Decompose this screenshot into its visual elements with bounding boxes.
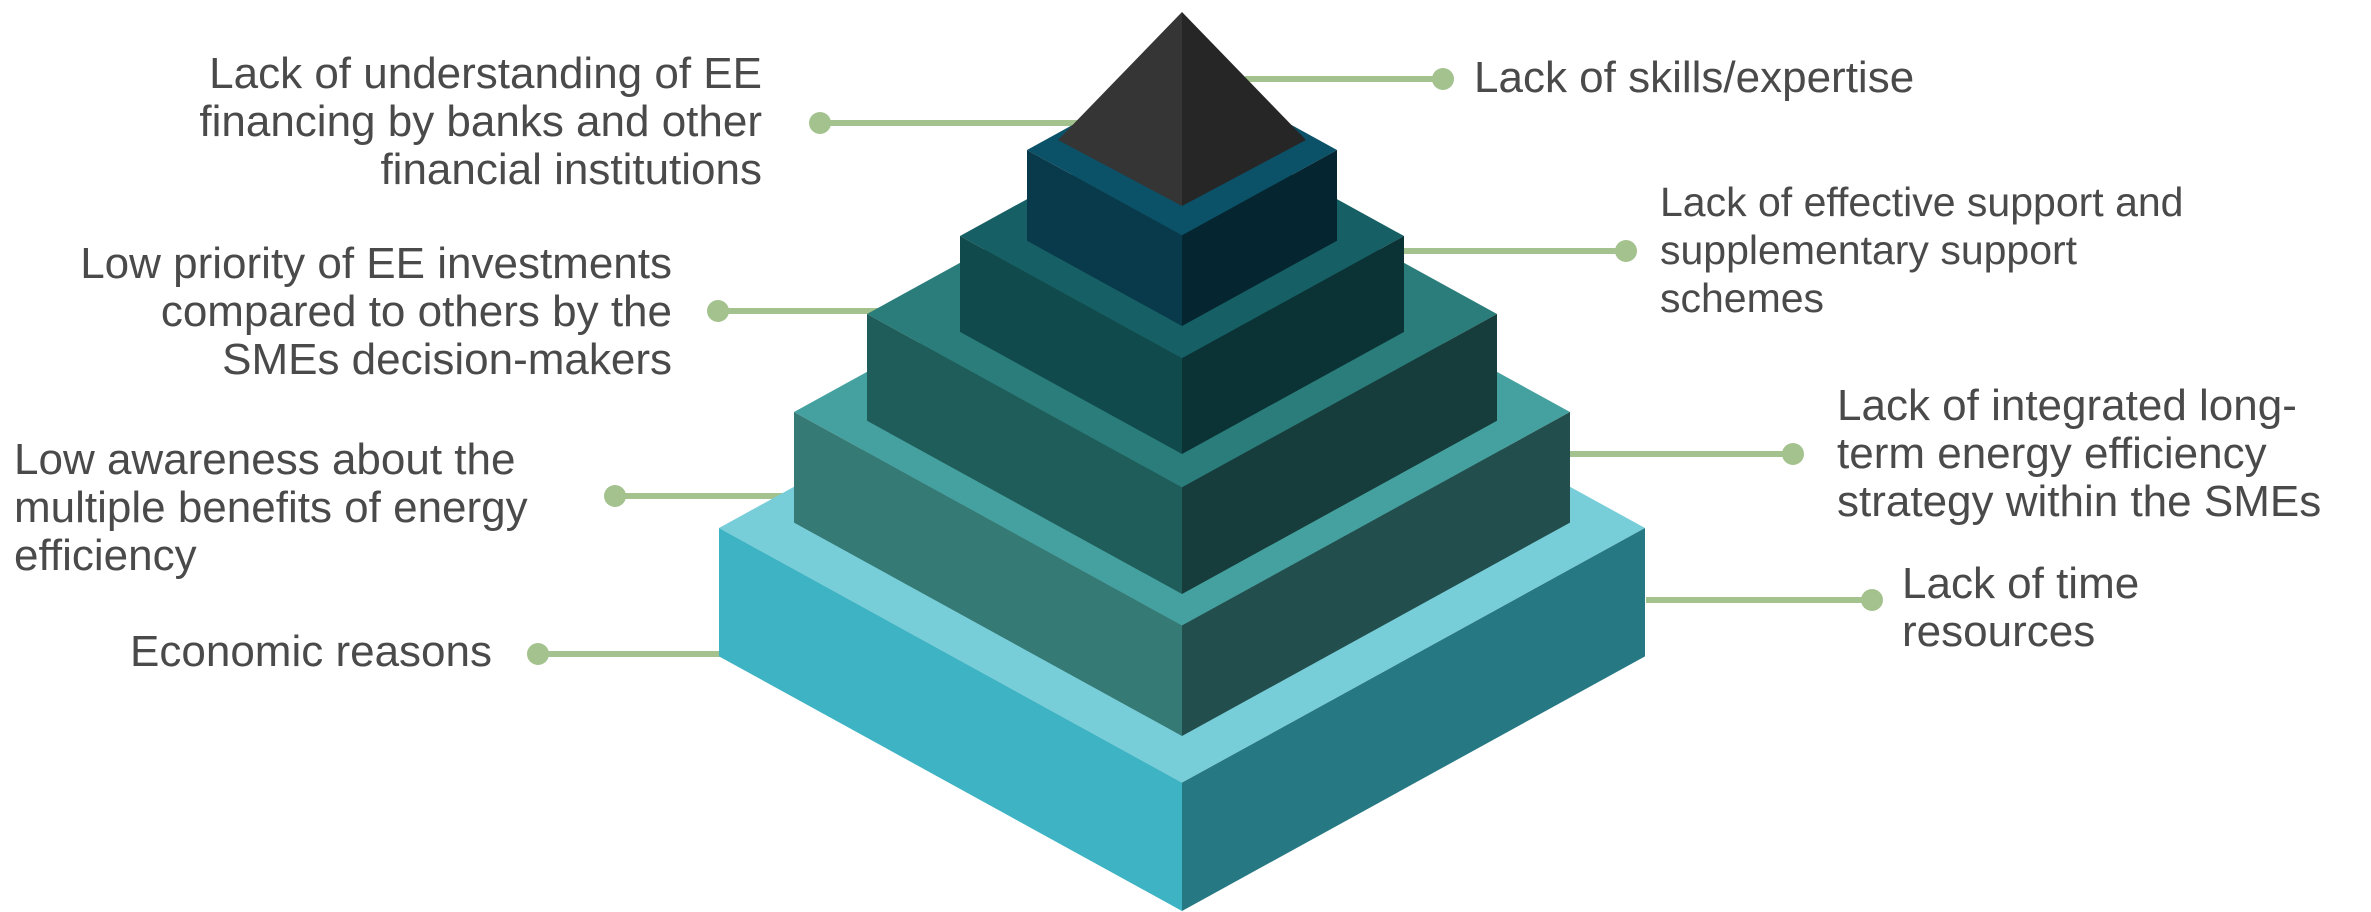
tier-1-right	[1182, 528, 1645, 911]
connector-support-schemes-dot	[1615, 240, 1637, 262]
label-skills: Lack of skills/expertise	[1474, 53, 1915, 102]
connector-ee-financing-dot	[809, 112, 831, 134]
connector-skills-dot	[1432, 68, 1454, 90]
tier-5-right	[1182, 150, 1337, 326]
connectors	[527, 68, 1883, 665]
tier-5-left	[1027, 150, 1182, 326]
tier-3-left	[867, 314, 1182, 594]
connector-low-awareness-dot	[604, 485, 626, 507]
label-low-priority: Low priority of EE investments compared …	[80, 239, 672, 384]
tier-4-left	[960, 236, 1182, 454]
label-economic-reasons: Economic reasons	[130, 627, 492, 676]
tier-2-left	[794, 412, 1182, 736]
tier-3-right	[1182, 314, 1497, 594]
pyramid-layers	[719, 12, 1645, 911]
connector-time-resources-dot	[1861, 589, 1883, 611]
connector-integrated-strategy-dot	[1782, 443, 1804, 465]
label-low-awareness: Low awareness about the multiple benefit…	[14, 435, 528, 580]
connector-low-priority-dot	[707, 300, 729, 322]
label-support-schemes: Lack of effective support and supplement…	[1660, 179, 2184, 321]
label-ee-financing: Lack of understanding of EE financing by…	[199, 49, 762, 194]
tier-2-right	[1182, 412, 1570, 736]
label-integrated-strategy: Lack of integrated long- term energy eff…	[1837, 381, 2322, 526]
connector-economic-reasons-dot	[527, 643, 549, 665]
tip-left	[1058, 12, 1182, 206]
tier-4-right	[1182, 236, 1404, 454]
tier-1-left	[719, 528, 1182, 911]
label-time-resources: Lack of time resources	[1902, 559, 2140, 656]
tip-right	[1182, 12, 1306, 206]
